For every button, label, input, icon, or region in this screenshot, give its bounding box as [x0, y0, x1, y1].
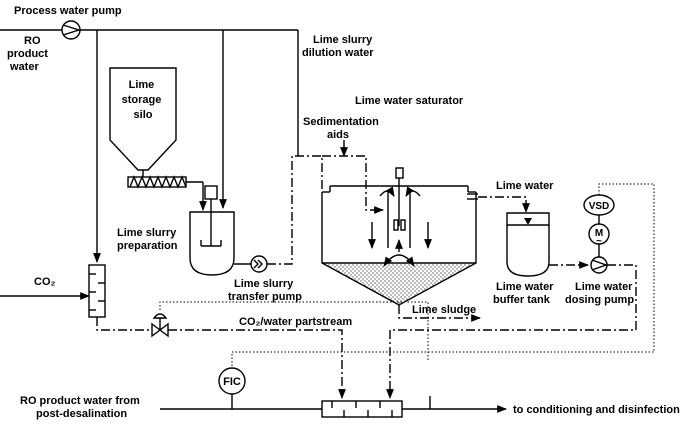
lime-sludge-label: Lime sludge	[412, 304, 476, 316]
control-valve-icon	[151, 313, 169, 338]
vsd-icon: VSD	[583, 194, 615, 216]
ro-product-water-from-label: RO product water from post-desalination	[20, 395, 143, 420]
main-static-mixer	[321, 400, 403, 418]
lime-water-dosing-line	[386, 264, 637, 399]
svg-text:~: ~	[596, 236, 602, 247]
lime-water-dosing-pump-label: Lime water dosing pump	[565, 281, 636, 306]
process-water-pump-label: Process water pump	[14, 5, 122, 17]
control-signal-line	[231, 183, 655, 368]
lime-water-saturator-vessel	[321, 167, 478, 306]
sedimentation-aids-label: Sedimentation aids	[303, 116, 382, 141]
process-water-pump-icon	[61, 20, 82, 40]
lime-slurry-preparation-tank	[189, 185, 235, 276]
lime-slurry-preparation-label: Lime slurry preparation	[117, 227, 179, 252]
co2-water-partstream-label: CO₂/water partstream	[239, 316, 352, 328]
lime-water-buffer-tank	[506, 212, 550, 277]
lime-slurry-dilution-water-label: Lime slurry dilution water	[302, 34, 375, 59]
lime-sludge-line	[398, 305, 481, 322]
screw-conveyor	[127, 175, 207, 211]
motor-icon: M ~	[588, 223, 610, 247]
to-conditioning-label: to conditioning and disinfection	[513, 404, 680, 416]
lime-slurry-line	[267, 155, 323, 265]
lime-water-label: Lime water	[496, 180, 554, 192]
lime-storage-silo-label: Lime storage silo	[122, 79, 165, 121]
lime-water-buffer-tank-label: Lime water buffer tank	[493, 281, 557, 306]
lime-water-line	[478, 196, 530, 213]
co2-partstream-line-b	[168, 329, 346, 399]
lime-storage-silo	[109, 67, 177, 177]
process-water-line	[0, 29, 299, 263]
lime-water-dosing-pump-icon	[590, 256, 609, 274]
lime-slurry-transfer-pump-label: Lime slurry transfer pump	[228, 278, 302, 303]
ro-product-water-label: RO product water	[7, 35, 51, 73]
co2-static-mixer	[88, 264, 106, 318]
sedimentation-aids-line	[322, 155, 384, 214]
co2-partstream-line-a	[96, 317, 152, 331]
svg-text:FIC: FIC	[223, 376, 241, 388]
lime-slurry-transfer-pump-icon	[234, 255, 268, 273]
svg-text:M: M	[595, 228, 603, 239]
fic-controller-icon: FIC	[218, 367, 246, 395]
lime-water-saturator-label: Lime water saturator	[355, 95, 464, 107]
co2-label: CO₂	[34, 276, 56, 288]
valve-control-signal	[159, 301, 429, 360]
svg-text:VSD: VSD	[589, 201, 610, 212]
